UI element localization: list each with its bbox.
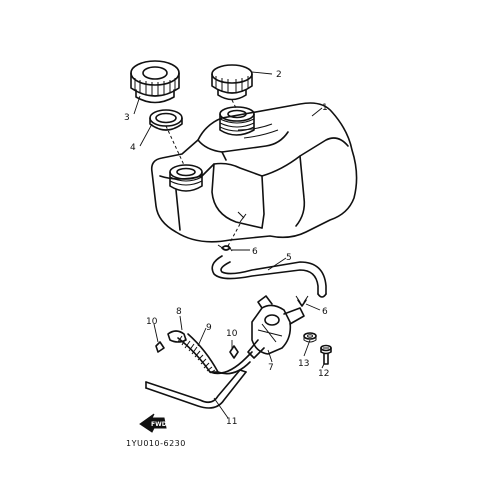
callout-3: 3 [124,113,130,123]
washer-part-13 [303,332,317,343]
fuel-cock-part-7 [247,295,305,359]
assembly-line-cap [231,99,237,109]
leader-lines [133,71,325,419]
callout-4: 4 [130,143,136,153]
drawing-code: 1YU010-6230 [126,439,186,448]
hose-clip-part-10-right [229,345,239,359]
assembly-line-neck [165,125,185,166]
hose-spring-part-9 [177,333,253,375]
hose-clip-part-6-upper [217,244,233,252]
callout-6-upper: 6 [252,247,258,257]
callout-10-right: 10 [226,329,238,339]
callout-1: 1 [322,103,328,113]
filler-neck-part-3 [130,60,180,104]
fuel-cap-part-2 [211,64,253,101]
overflow-hose-part-11 [145,369,247,409]
callout-2: 2 [276,70,282,80]
callout-13: 13 [298,359,309,369]
callout-7: 7 [268,363,274,373]
callout-12: 12 [318,369,329,379]
fuel-tank-part-1 [150,102,358,243]
callouts: 1 2 3 4 5 6 6 7 8 9 10 10 11 12 13 [124,70,329,427]
hose-clip-part-10-left [155,341,165,353]
fuel-hose-part-5 [211,255,327,298]
callout-6-lower: 6 [322,307,328,317]
screw-part-12 [320,344,332,365]
fuel-hose-part-8 [167,330,187,343]
assembly-line-outlet [227,223,241,247]
fwd-label: FWD [151,421,167,428]
callout-5: 5 [286,253,292,263]
front-direction-arrow: FWD [139,413,167,433]
callout-9: 9 [206,323,212,333]
callout-10-left: 10 [146,317,158,327]
callout-11: 11 [226,417,237,427]
callout-8: 8 [176,307,182,317]
hose-clip-part-6-lower [295,295,309,307]
